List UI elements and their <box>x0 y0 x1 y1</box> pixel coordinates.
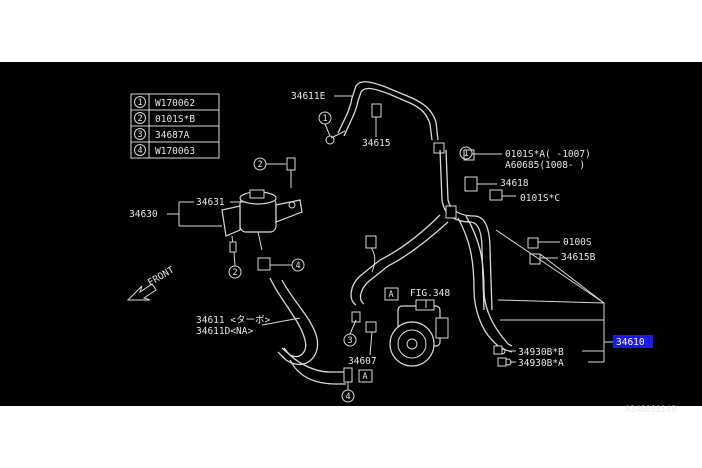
label-34930B-B: 34930B*B <box>518 347 564 358</box>
callout-4-bottom: 4 <box>345 392 350 402</box>
ref-A-top: A <box>388 290 393 300</box>
label-34930B-A: 34930B*A <box>518 358 564 369</box>
label-34615: 34615 <box>362 138 391 149</box>
legend-code-1: W170062 <box>155 98 195 109</box>
supply-hose-34611-drawing <box>269 277 346 385</box>
legend-num-1: 1 <box>137 98 142 108</box>
hose-34611E-drawing <box>330 81 445 154</box>
pressure-hose-drawing <box>350 149 501 341</box>
highlight-34610 <box>613 335 653 348</box>
high-pressure-line-drawing <box>491 333 513 367</box>
callout-1-right: 1 <box>463 149 468 159</box>
label-34631: 34631 <box>196 197 225 208</box>
label-34611D: 34611D<NA> <box>196 326 253 337</box>
label-34611E: 34611E <box>291 91 326 102</box>
legend-table: 1 2 3 4 W170062 0101S*B 34687A W170063 <box>130 93 220 159</box>
diagram-id: A346001148 <box>625 405 676 415</box>
front-arrow-icon <box>126 283 157 301</box>
legend-code-3: 34687A <box>155 130 190 141</box>
legend-num-4: 4 <box>137 146 142 156</box>
label-34610-highlighted[interactable]: 34610 <box>616 337 645 348</box>
callout-1-top: 1 <box>322 114 327 124</box>
ref-A-bottom: A <box>362 372 367 382</box>
label-34618: 34618 <box>500 178 529 189</box>
label-34630: 34630 <box>129 209 158 220</box>
legend-code-4: W170063 <box>155 146 195 157</box>
reservoir-tank-drawing <box>221 189 303 253</box>
label-fig348: FIG.348 <box>410 288 450 299</box>
label-34615B: 34615B <box>561 252 596 263</box>
callout-2-top: 2 <box>257 160 262 170</box>
legend-code-2: 0101S*B <box>155 114 195 125</box>
label-0101S-A: 0101S*A( -1007) <box>505 149 591 160</box>
label-0100S: 0100S <box>563 237 592 248</box>
callout-2-bottom: 2 <box>232 268 237 278</box>
front-label: FRONT <box>146 265 177 289</box>
callout-3: 3 <box>347 336 352 346</box>
label-34607: 34607 <box>348 356 377 367</box>
legend-num-2: 2 <box>137 114 142 124</box>
legend-num-3: 3 <box>137 130 142 140</box>
label-34611: 34611 <ターボ> <box>196 315 271 326</box>
callout-4-mid: 4 <box>295 261 300 271</box>
power-steering-pump-drawing <box>351 299 449 367</box>
label-A60685: A60685(1008- ) <box>505 160 585 171</box>
label-0101S-C: 0101S*C <box>520 193 560 204</box>
